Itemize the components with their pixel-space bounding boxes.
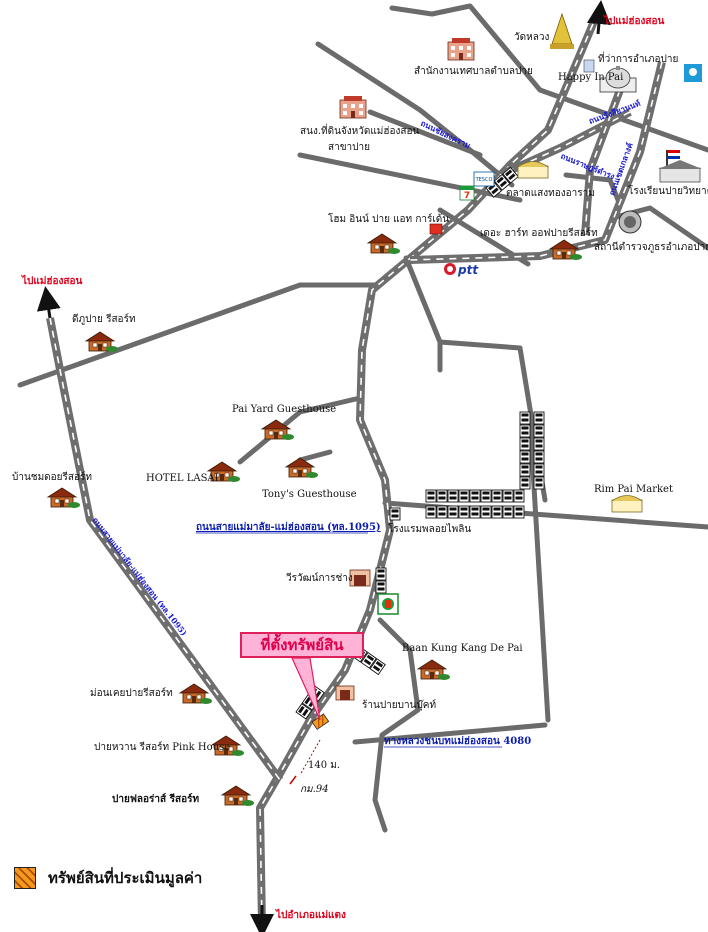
legend: ทรัพย์สินที่ประเมินมูลค่า (14, 866, 202, 890)
label-district-office: ที่ว่าการอำเภอปาย (598, 51, 678, 65)
temple-icon (550, 12, 574, 49)
label-to-mae-hong-son-w: ไปแม่ฮ่องสอน (21, 274, 83, 287)
happy-in-pai-icon (583, 59, 595, 73)
label-wat-luang: วัดหลวง (514, 32, 549, 43)
direction-arrows (36, 0, 611, 932)
book-shop-icon (335, 685, 355, 701)
label-book-shop: ร้านปายบานบุ๊คท์ (362, 699, 436, 711)
legend-swatch-icon (14, 867, 36, 889)
label-market: ตลาดแสงทองอาราม (506, 188, 595, 199)
tesco-icon: TESCO (473, 171, 495, 187)
school-icon (658, 150, 702, 183)
label-heart-of-pai: เดอะ ฮาร์ท ออฟปายรีสอร์ท (480, 227, 598, 239)
label-road-1095: ถนนสายแม่มาลัย-แม่ฮ่องสอน (ทล.1095) (196, 521, 381, 533)
police-station-icon (618, 210, 642, 234)
land-office-icon (339, 95, 367, 119)
label-to-mae-taeng: ไปอำเภอแม่แตง (275, 908, 346, 921)
label-pai-wan: ปายหวาน รีสอร์ท Pink House (94, 741, 230, 753)
arrow-north-icon (586, 0, 611, 35)
ptt-text: ptt (457, 263, 479, 277)
pai-flora-icon (221, 785, 255, 807)
market-icon (517, 161, 549, 179)
label-garage: วีรวัฒน์การช่าง (286, 572, 353, 584)
label-to-mae-hong-son-ne: ไปแม่ฮ่องสอน (603, 14, 665, 27)
label-rim-pai-market: Rim Pai Market (594, 484, 673, 495)
label-land-office-2: สาขาปาย (328, 142, 370, 153)
road-label-west-highway: ถนนสายแม่มาลัย-แม่ฮ่องสอน (ทล.1095) (90, 515, 189, 638)
label-muan-koey: ม่อนเคยปายรีสอร์ท (90, 687, 173, 699)
gas-station-icon (377, 593, 399, 615)
seven-eleven-icon: 7 (459, 185, 475, 201)
callout-pointer (291, 657, 321, 721)
arrow-west-icon (36, 286, 61, 319)
label-police-station: สถานีตำรวจภูธรอำเภอปาย (594, 241, 708, 253)
bank-icon (684, 64, 702, 82)
road-labels: ถนนชัยสงคราม ถนนรังสียานนท์ ถนนราษฎร์ดำร… (90, 98, 641, 638)
property-callout-label: ที่ตั้งทรัพย์สิน (260, 636, 344, 654)
shop-icon (429, 223, 443, 235)
baan-chomdoi-icon (47, 487, 81, 509)
label-pai-flora: ปายฟลอร่าส์ รีสอร์ท (112, 793, 199, 805)
seven-eleven-text: 7 (464, 191, 470, 201)
home-inn-icon (367, 233, 401, 255)
label-happy-in-pai: Happy In Pai (558, 72, 623, 83)
label-hotel-lasai: HOTEL LASAI (146, 473, 219, 484)
label-home-inn: โฮม อินน์ ปาย แอท การ์เด้น (328, 212, 449, 225)
legend-label: ทรัพย์สินที่ประเมินมูลค่า (48, 869, 203, 887)
label-distance: 140 ม. (308, 760, 340, 771)
label-road-4080: ทางหลวงชนบทแม่ฮ่องสอน 4080 (384, 735, 531, 747)
rim-pai-market-icon (611, 495, 643, 513)
label-km-94: กม.94 (300, 784, 329, 795)
label-land-office-1: สนง.ที่ดินจังหวัดแม่ฮ่องสอน (300, 123, 420, 137)
ptt-icon: ptt (444, 263, 479, 277)
tesco-text: TESCO (475, 177, 493, 183)
label-pai-yard: Pai Yard Guesthouse (232, 404, 336, 415)
label-tonys: Tony's Guesthouse (262, 489, 357, 500)
label-dee-pai: ดีภูปาย รีสอร์ท (72, 313, 136, 325)
label-baan-chomdoi: บ้านชมดอยรีสอร์ท (12, 471, 92, 483)
baan-kung-kang-icon (417, 659, 451, 681)
label-hotel-ploy: โรงแรมพลอยไพลิน (388, 522, 471, 535)
dee-pai-icon (85, 331, 119, 353)
landmarks: วัดหลวง ไปแม่ฮ่องสอน สำนักงานเทศบาลตำบลป… (12, 12, 708, 921)
property-marker-icon (311, 713, 330, 730)
garage-icon (349, 569, 371, 587)
district-office-icon (599, 66, 637, 93)
tonys-icon (285, 457, 319, 479)
property-callout: ที่ตั้งทรัพย์สิน (240, 632, 364, 658)
label-pai-school: โรงเรียนปายวิทยาคาร (628, 184, 708, 197)
label-subdistrict-office: สำนักงานเทศบาลตำบลปาย (414, 66, 533, 77)
government-building-icon (447, 37, 475, 61)
label-baan-kung-kang: Baan Kung Kang De Pai (402, 643, 523, 654)
